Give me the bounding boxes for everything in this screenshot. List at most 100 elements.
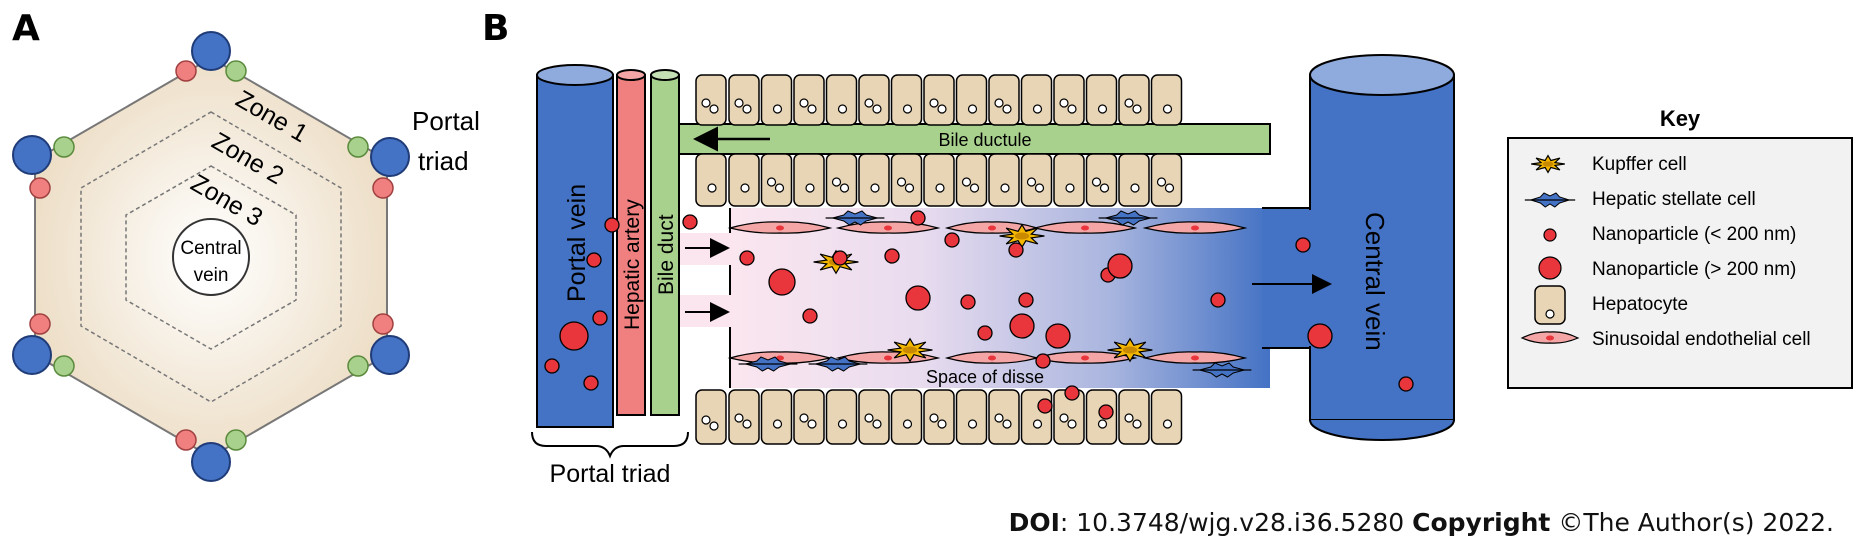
hepatocyte <box>1053 153 1085 207</box>
hepatocyte <box>890 74 923 126</box>
endothelial-lining-top <box>727 221 1248 234</box>
nanoparticle <box>802 308 818 324</box>
key-label-hepatocyte: Hepatocyte <box>1592 294 1688 315</box>
portal-triad-label: Portal triad <box>550 460 671 488</box>
key-label-kupffer: Kupffer cell <box>1592 154 1687 175</box>
portal-triad-brace <box>531 431 689 459</box>
copyright-value: ©The Author(s) 2022. <box>1550 508 1834 537</box>
hepatic-artery-label: Hepatic artery <box>621 199 644 330</box>
hepatocyte <box>825 74 858 126</box>
hepatocyte <box>988 389 1020 445</box>
hepatocyte <box>1085 74 1118 126</box>
nanoparticle <box>905 285 931 311</box>
nanoparticle <box>977 325 993 341</box>
nanoparticle <box>1107 253 1133 279</box>
key-label-endothelial: Sinusoidal endothelial cell <box>1592 329 1811 350</box>
hepatocyte <box>1020 389 1053 445</box>
hepatocyte <box>760 153 793 207</box>
sinusoidal-endothelial-cell <box>835 221 941 234</box>
kupffer-cell <box>1107 337 1153 363</box>
hepatocyte <box>858 389 890 445</box>
nanoparticle <box>1009 313 1035 339</box>
nanoparticle <box>583 375 599 391</box>
hepatocyte <box>1118 74 1150 126</box>
hepatocyte <box>793 389 825 445</box>
nanoparticle <box>884 248 900 264</box>
central-vein-label-line1: Central <box>180 238 241 259</box>
hepatic-artery <box>616 74 646 416</box>
nanoparticle <box>1035 353 1051 369</box>
nanoparticle <box>592 310 608 326</box>
portal-triad-label-line1: Portal <box>412 106 480 136</box>
hepatocyte <box>695 389 727 445</box>
key-box: Key Kupffer cell Hepatic stellate cell N… <box>1507 106 1853 389</box>
zone-boundary-outer <box>80 111 342 403</box>
central-vein-circle <box>172 218 250 296</box>
nanoparticle <box>586 252 602 268</box>
panel-a: A Central vein Zone 1 Zone 2 Zone 3 Port… <box>12 8 480 482</box>
nanoparticle <box>1098 404 1114 420</box>
hepatocyte <box>1118 153 1150 207</box>
citation: DOI: 10.3748/wjg.v28.i36.5280 Copyright … <box>1009 508 1834 537</box>
hepatocyte <box>955 74 988 126</box>
key-title: Key <box>1660 106 1701 131</box>
panel-b-letter: B <box>482 8 509 49</box>
hepatic-stellate-cell <box>1524 192 1576 208</box>
key-label-np-small: Nanoparticle (< 200 nm) <box>1592 224 1796 245</box>
bile-duct-label: Bile duct <box>655 214 678 295</box>
hepatocyte <box>1053 74 1085 126</box>
hepatocyte <box>923 74 955 126</box>
hepatocyte <box>728 153 760 207</box>
hepatocyte <box>1150 389 1183 445</box>
central-vein-label: Central vein <box>1360 212 1390 351</box>
endothelial-lining-bottom <box>727 351 1248 364</box>
sinusoidal-endothelial-cell <box>727 221 833 234</box>
kupffer-cell <box>999 223 1045 249</box>
portal-triad-top-right <box>347 136 410 199</box>
hepatocyte <box>695 74 727 126</box>
central-vein-label-line2: vein <box>194 265 229 286</box>
hepatic-stellate-cell <box>825 210 885 226</box>
hepatocyte <box>695 153 727 207</box>
hepatocyte <box>858 74 890 126</box>
portal-triad-bottom-left <box>12 313 75 377</box>
doi-value: : 10.3748/wjg.v28.i36.5280 <box>1059 508 1413 537</box>
portal-triad-bottom-right <box>347 313 410 377</box>
hepatocyte <box>1150 153 1183 207</box>
nanoparticle <box>910 210 926 226</box>
hepatocyte <box>923 389 955 445</box>
nanoparticle <box>960 294 976 310</box>
central-vein-vessel <box>1309 74 1455 421</box>
nanoparticle <box>559 321 589 351</box>
hepatocyte-icon <box>1534 285 1566 325</box>
hepatocyte <box>923 153 955 207</box>
panel-a-letter: A <box>12 8 40 49</box>
sinusoidal-endothelial-cell <box>1520 331 1580 344</box>
hepatocyte <box>988 74 1020 126</box>
hepatocyte <box>955 153 988 207</box>
hepatocyte <box>793 153 825 207</box>
sinusoidal-endothelial-cell <box>1142 351 1248 364</box>
hepatocyte <box>988 153 1020 207</box>
nanoparticle <box>1398 376 1414 392</box>
hepatocyte <box>825 389 858 445</box>
nanoparticle <box>944 232 960 248</box>
hepatocyte <box>1118 389 1150 445</box>
copyright-label: Copyright <box>1412 508 1551 537</box>
bile-ductule-label: Bile ductule <box>938 130 1031 150</box>
hepatocyte <box>1150 74 1183 126</box>
hepatocyte-row-top <box>695 74 1183 126</box>
hepatic-stellate-cell <box>738 356 798 372</box>
hepatocyte <box>890 153 923 207</box>
nanoparticle <box>739 250 755 266</box>
nanoparticle <box>1018 292 1034 308</box>
hepatocyte-row-bottom <box>695 389 1183 445</box>
nanoparticle <box>604 217 620 233</box>
nanoparticle <box>832 250 848 266</box>
nanoparticles <box>544 210 1414 420</box>
hepatocyte <box>728 74 760 126</box>
space-of-disse-label: Space of disse <box>926 367 1044 387</box>
nanoparticle <box>1064 385 1080 401</box>
nanoparticle <box>1210 292 1226 308</box>
portal-vein-label: Portal vein <box>563 184 591 302</box>
